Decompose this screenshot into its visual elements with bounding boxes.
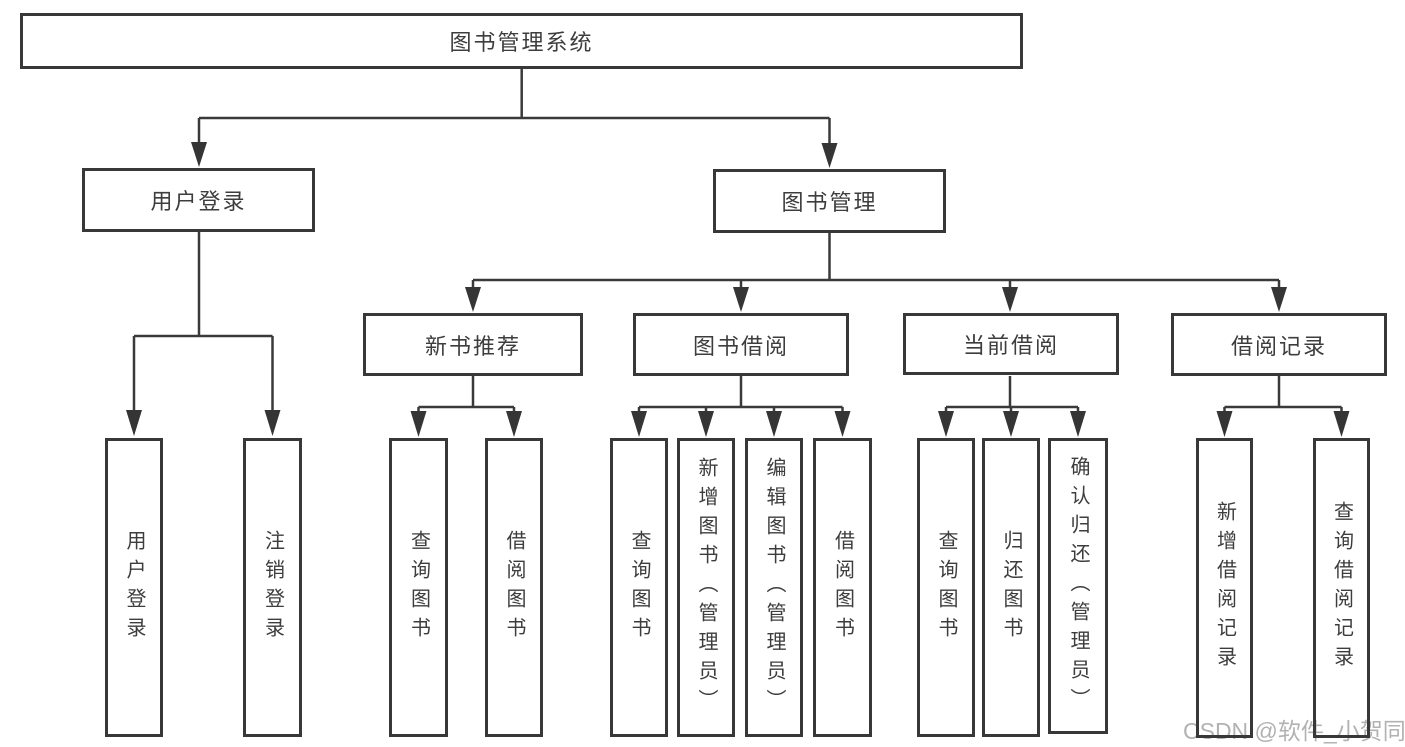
leaf-query-borrow-record: 查询借阅记录 xyxy=(1313,438,1370,738)
node-label: 图书借阅 xyxy=(692,333,789,359)
node-new-book-recommend: 新书推荐 xyxy=(363,313,583,376)
leaf-user-login: 用户登录 xyxy=(105,438,163,737)
leaf-borrow-books: 借阅图书 xyxy=(813,438,872,737)
leaf-label: 编辑图书（管理员） xyxy=(763,457,785,718)
leaf-borrow-books-recommend: 借阅图书 xyxy=(485,438,543,737)
leaf-add-books-admin: 新增图书（管理员） xyxy=(677,438,735,737)
node-library-management-system: 图书管理系统 xyxy=(20,13,1023,69)
leaf-label: 用户登录 xyxy=(123,529,145,646)
leaf-label: 确认归还（管理员） xyxy=(1067,455,1089,717)
leaf-label: 借阅图书 xyxy=(503,529,525,646)
node-label: 用户登录 xyxy=(150,189,247,214)
node-label: 图书管理 xyxy=(781,190,878,215)
leaf-label: 查询图书 xyxy=(407,529,430,646)
leaf-label: 注销登录 xyxy=(261,529,284,646)
node-label: 新书推荐 xyxy=(424,333,521,359)
leaf-logout: 注销登录 xyxy=(243,438,302,737)
leaf-label: 新增借阅记录 xyxy=(1213,501,1236,675)
leaf-confirm-return-admin: 确认归还（管理员） xyxy=(1048,438,1108,734)
leaf-label: 查询图书 xyxy=(628,529,650,646)
leaf-edit-books-admin: 编辑图书（管理员） xyxy=(745,438,803,737)
node-book-management: 图书管理 xyxy=(713,169,946,233)
leaf-query-books-current: 查询图书 xyxy=(917,438,975,737)
leaf-label: 借阅图书 xyxy=(831,529,854,646)
leaf-query-books-recommend: 查询图书 xyxy=(389,438,448,737)
node-label: 当前借阅 xyxy=(962,333,1059,358)
leaf-label: 归还图书 xyxy=(1000,529,1022,646)
leaf-return-books: 归还图书 xyxy=(982,438,1040,737)
leaf-label: 查询借阅记录 xyxy=(1330,501,1353,675)
node-current-borrow: 当前借阅 xyxy=(903,313,1119,375)
node-label: 图书管理系统 xyxy=(449,30,594,55)
csdn-watermark: CSDN @软件_小贺同学 xyxy=(1183,718,1405,744)
leaf-label: 查询图书 xyxy=(935,529,957,646)
leaf-add-borrow-record: 新增借阅记录 xyxy=(1196,438,1253,738)
leaf-label: 新增图书（管理员） xyxy=(695,457,717,718)
node-book-borrow: 图书借阅 xyxy=(633,313,849,376)
leaf-query-books-borrow: 查询图书 xyxy=(610,438,668,737)
node-borrow-records: 借阅记录 xyxy=(1171,313,1387,376)
node-user-login: 用户登录 xyxy=(82,168,315,232)
node-label: 借阅记录 xyxy=(1230,333,1327,359)
